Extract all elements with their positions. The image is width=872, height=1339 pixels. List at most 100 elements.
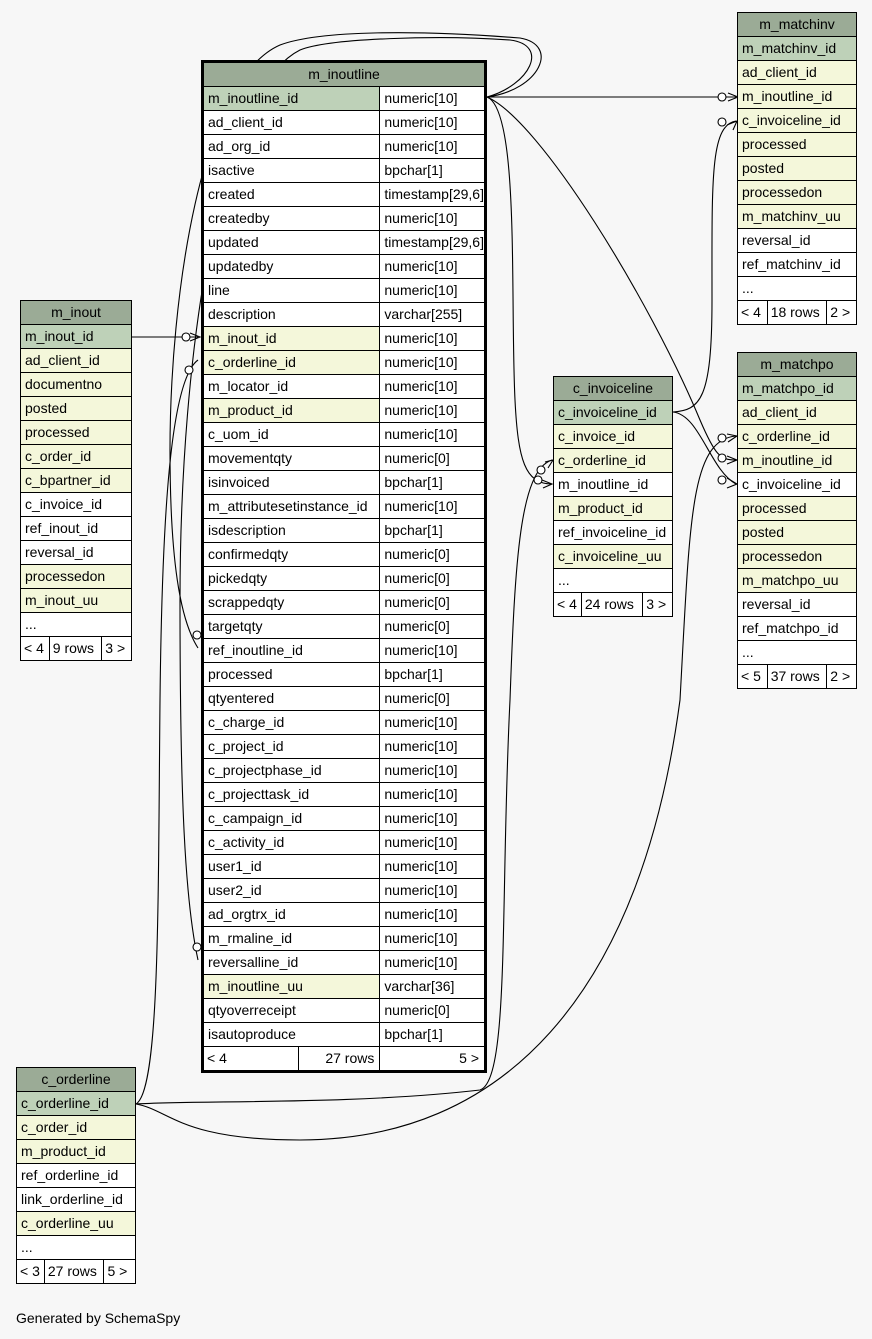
- column-name[interactable]: m_product_id: [553, 496, 673, 521]
- column-name[interactable]: link_orderline_id: [16, 1187, 136, 1212]
- column-name[interactable]: ...: [737, 640, 857, 665]
- column-name[interactable]: c_orderline_id: [553, 448, 673, 473]
- column-name[interactable]: documentno: [20, 372, 132, 397]
- column-name[interactable]: m_inout_uu: [20, 588, 132, 613]
- column-name[interactable]: scrappedqty: [201, 590, 381, 615]
- column-name[interactable]: c_orderline_id: [201, 350, 381, 375]
- column-name[interactable]: reversal_id: [737, 228, 857, 253]
- prev-columns-link[interactable]: < 3: [16, 1259, 45, 1284]
- prev-columns-link[interactable]: < 4: [553, 592, 582, 617]
- column-name[interactable]: c_orderline_uu: [16, 1211, 136, 1236]
- column-name[interactable]: ad_org_id: [201, 134, 381, 159]
- column-name[interactable]: qtyentered: [201, 686, 381, 711]
- column-name[interactable]: ...: [553, 568, 673, 593]
- column-name[interactable]: c_project_id: [201, 734, 381, 759]
- column-name[interactable]: c_invoiceline_id: [737, 472, 857, 497]
- table-title[interactable]: m_inout: [20, 300, 132, 325]
- column-name[interactable]: c_order_id: [20, 444, 132, 469]
- column-name[interactable]: isactive: [201, 158, 381, 183]
- column-name[interactable]: m_inoutline_id: [737, 84, 857, 109]
- column-name[interactable]: ref_matchinv_id: [737, 252, 857, 277]
- column-name[interactable]: c_uom_id: [201, 422, 381, 447]
- column-name[interactable]: processed: [737, 496, 857, 521]
- column-name[interactable]: ...: [737, 276, 857, 301]
- column-name[interactable]: m_inoutline_id: [201, 86, 381, 111]
- column-name[interactable]: m_inoutline_uu: [201, 974, 381, 999]
- column-name[interactable]: c_activity_id: [201, 830, 381, 855]
- column-name[interactable]: ...: [20, 612, 132, 637]
- column-name[interactable]: c_campaign_id: [201, 806, 381, 831]
- column-name[interactable]: isautoproduce: [201, 1022, 381, 1047]
- next-columns-link[interactable]: 5 >: [103, 1259, 136, 1284]
- column-name[interactable]: processed: [20, 420, 132, 445]
- column-name[interactable]: ref_matchpo_id: [737, 616, 857, 641]
- column-name[interactable]: c_order_id: [16, 1115, 136, 1140]
- next-columns-link[interactable]: 2 >: [826, 300, 857, 325]
- column-name[interactable]: ref_invoiceline_id: [553, 520, 673, 545]
- table-title[interactable]: m_matchpo: [737, 352, 857, 377]
- column-name[interactable]: createdby: [201, 206, 381, 231]
- table-title[interactable]: c_orderline: [16, 1067, 136, 1092]
- column-name[interactable]: ad_client_id: [201, 110, 381, 135]
- next-columns-link[interactable]: 3 >: [642, 592, 673, 617]
- column-name[interactable]: processed: [737, 132, 857, 157]
- column-name[interactable]: ref_orderline_id: [16, 1163, 136, 1188]
- column-name[interactable]: m_matchpo_id: [737, 376, 857, 401]
- column-name[interactable]: c_bpartner_id: [20, 468, 132, 493]
- column-name[interactable]: user1_id: [201, 854, 381, 879]
- column-name[interactable]: ad_client_id: [737, 400, 857, 425]
- next-columns-link[interactable]: 5 >: [379, 1046, 486, 1072]
- next-columns-link[interactable]: 3 >: [101, 636, 132, 661]
- column-name[interactable]: m_attributesetinstance_id: [201, 494, 381, 519]
- column-name[interactable]: m_rmaline_id: [201, 926, 381, 951]
- table-title[interactable]: m_inoutline: [202, 61, 486, 87]
- column-name[interactable]: c_projecttask_id: [201, 782, 381, 807]
- column-name[interactable]: isdescription: [201, 518, 381, 543]
- prev-columns-link[interactable]: < 4: [20, 636, 50, 661]
- column-name[interactable]: m_locator_id: [201, 374, 381, 399]
- prev-columns-link[interactable]: < 4: [737, 300, 768, 325]
- column-name[interactable]: isinvoiced: [201, 470, 381, 495]
- column-name[interactable]: created: [201, 182, 381, 207]
- column-name[interactable]: posted: [737, 156, 857, 181]
- column-name[interactable]: c_invoiceline_id: [553, 400, 673, 425]
- column-name[interactable]: c_orderline_id: [16, 1091, 136, 1116]
- column-name[interactable]: updatedby: [201, 254, 381, 279]
- next-columns-link[interactable]: 2 >: [826, 664, 857, 689]
- column-name[interactable]: m_inout_id: [20, 324, 132, 349]
- column-name[interactable]: ref_inoutline_id: [201, 638, 381, 663]
- prev-columns-link[interactable]: < 4: [202, 1046, 299, 1072]
- column-name[interactable]: m_inout_id: [201, 326, 381, 351]
- column-name[interactable]: description: [201, 302, 381, 327]
- column-name[interactable]: ad_client_id: [20, 348, 132, 373]
- column-name[interactable]: reversal_id: [20, 540, 132, 565]
- column-name[interactable]: m_matchinv_id: [737, 36, 857, 61]
- column-name[interactable]: c_invoiceline_id: [737, 108, 857, 133]
- column-name[interactable]: movementqty: [201, 446, 381, 471]
- column-name[interactable]: processed: [201, 662, 381, 687]
- column-name[interactable]: processedon: [737, 544, 857, 569]
- column-name[interactable]: posted: [737, 520, 857, 545]
- column-name[interactable]: posted: [20, 396, 132, 421]
- prev-columns-link[interactable]: < 5: [737, 664, 768, 689]
- column-name[interactable]: ref_inout_id: [20, 516, 132, 541]
- column-name[interactable]: processedon: [737, 180, 857, 205]
- column-name[interactable]: confirmedqty: [201, 542, 381, 567]
- column-name[interactable]: reversalline_id: [201, 950, 381, 975]
- column-name[interactable]: targetqty: [201, 614, 381, 639]
- column-name[interactable]: ...: [16, 1235, 136, 1260]
- column-name[interactable]: pickedqty: [201, 566, 381, 591]
- column-name[interactable]: user2_id: [201, 878, 381, 903]
- column-name[interactable]: processedon: [20, 564, 132, 589]
- column-name[interactable]: m_product_id: [201, 398, 381, 423]
- column-name[interactable]: c_orderline_id: [737, 424, 857, 449]
- column-name[interactable]: line: [201, 278, 381, 303]
- column-name[interactable]: reversal_id: [737, 592, 857, 617]
- column-name[interactable]: c_projectphase_id: [201, 758, 381, 783]
- column-name[interactable]: m_product_id: [16, 1139, 136, 1164]
- column-name[interactable]: ad_orgtrx_id: [201, 902, 381, 927]
- column-name[interactable]: m_matchpo_uu: [737, 568, 857, 593]
- column-name[interactable]: m_inoutline_id: [737, 448, 857, 473]
- column-name[interactable]: updated: [201, 230, 381, 255]
- column-name[interactable]: qtyoverreceipt: [201, 998, 381, 1023]
